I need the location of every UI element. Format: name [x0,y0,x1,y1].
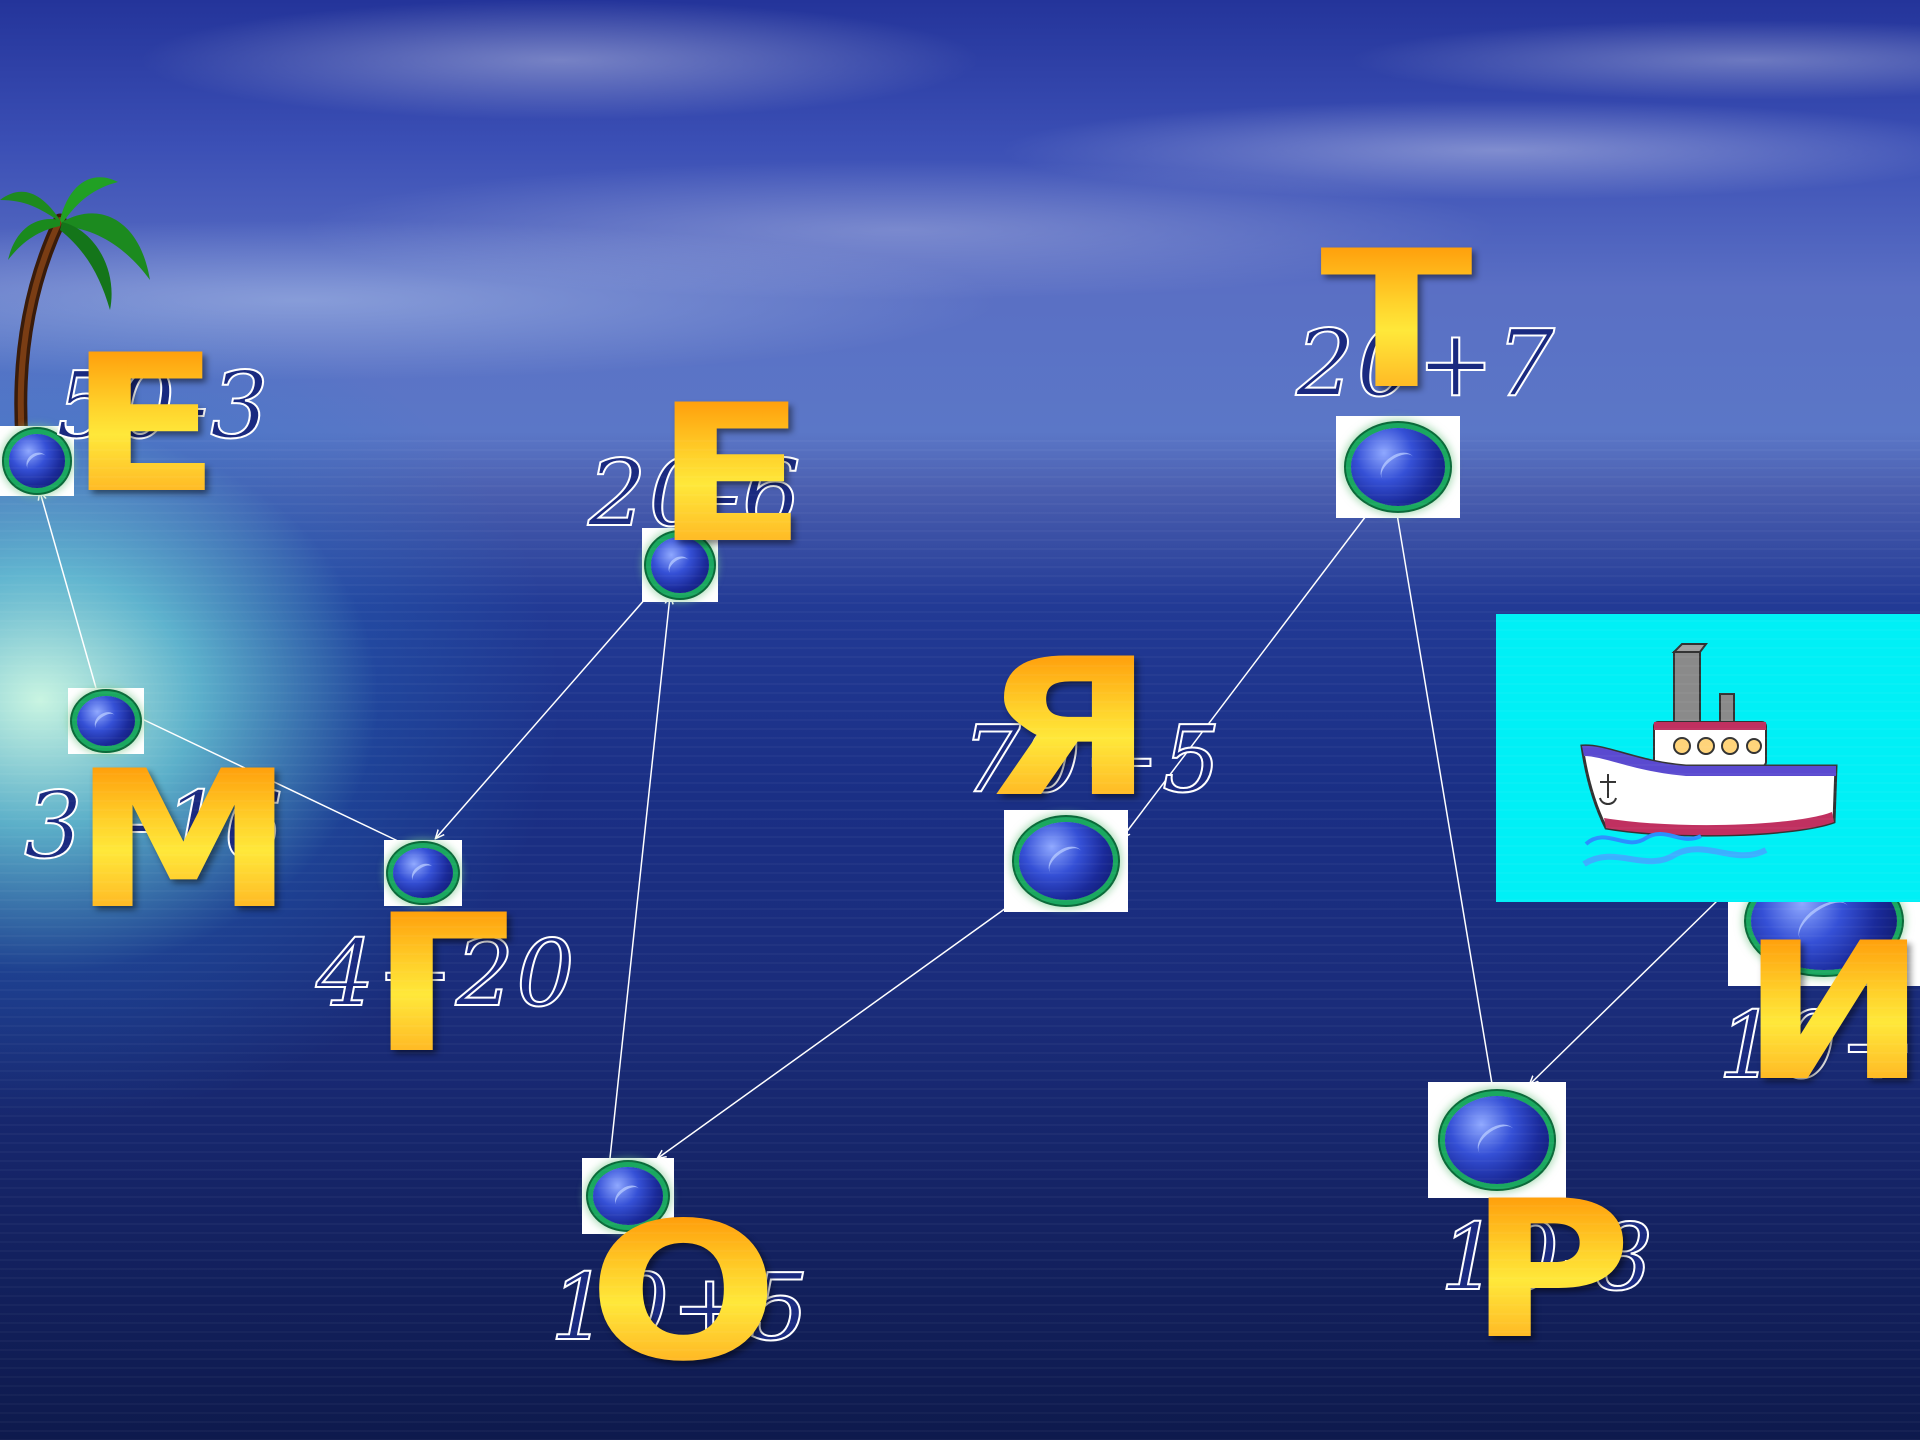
node-n2[interactable] [68,688,144,754]
blue-orb-icon [651,536,709,594]
node-n5[interactable] [582,1158,674,1234]
answer-letter-n9: И [1740,918,1920,1108]
answer-letter-n2: М [72,730,296,951]
blue-orb-icon [77,695,135,747]
route-line [1122,507,1373,838]
blue-orb-icon [1444,1095,1550,1185]
expression-n1: 50-3 [55,359,271,453]
node-n7[interactable] [1336,416,1460,518]
blue-orb-icon [393,847,453,899]
node-n6[interactable] [1004,810,1128,912]
expression-n4: 20-6 [587,440,803,547]
route-line [1396,508,1493,1085]
expression-n5: 10+5 [549,1254,811,1361]
route-line [658,907,1007,1158]
answer-letter-n1: Е [68,314,222,535]
route-line [1530,899,1719,1084]
palm-tree-icon [0,177,150,447]
expression-n7: 20+7 [1295,317,1557,411]
node-n3[interactable] [384,840,462,906]
answer-letter-n6: Я [982,618,1155,839]
blue-orb-icon [1751,871,1897,971]
expression-n8: 10-8 [1439,1204,1655,1311]
expression-n2: 3+16 [23,772,285,879]
route-line [40,492,97,689]
answer-letter-n8: Р [1468,1160,1633,1381]
blue-orb-icon [8,434,66,488]
node-n9[interactable] [1728,856,1920,986]
answer-letter-n4: Е [654,364,808,585]
node-n4[interactable] [642,528,718,602]
answer-letter-n7: Т [1320,210,1473,431]
blue-orb-icon [593,1167,663,1225]
answer-letter-n3: Г [370,874,513,1095]
blue-orb-icon [1350,428,1446,506]
ship-icon [1580,643,1838,867]
expression-n6: 70+5 [961,706,1223,813]
answer-letter-n5: О [588,1182,779,1403]
node-n8[interactable] [1428,1082,1566,1198]
blue-orb-icon [1018,822,1114,900]
expression-n9: 10+7 [1717,992,1920,1099]
expression-n3: 4+20 [315,920,577,1027]
ship-card [1496,614,1920,902]
route-line [436,597,647,838]
route-line [139,717,401,843]
route-line [609,596,670,1159]
